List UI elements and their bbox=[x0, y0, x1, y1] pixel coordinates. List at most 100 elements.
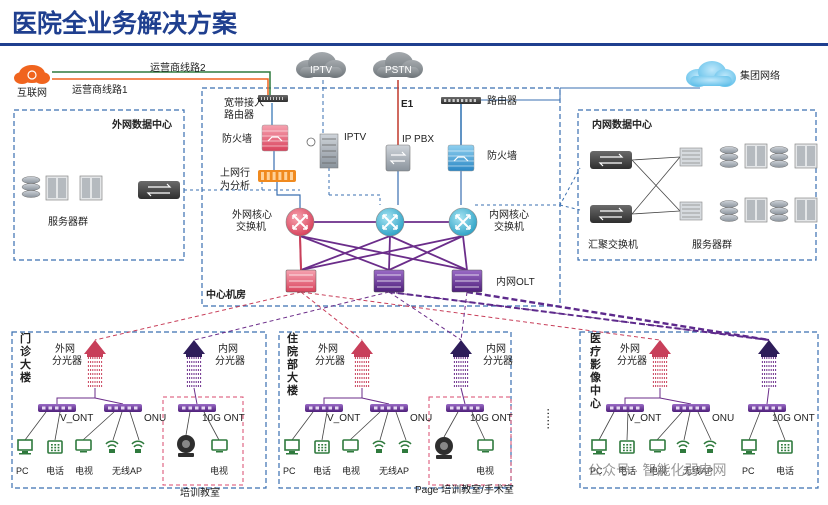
broadband-router-label-1: 宽带接入 bbox=[224, 96, 264, 109]
ippbx-arrows bbox=[389, 151, 407, 165]
right-agg-switch-a-icon-arrows bbox=[598, 153, 624, 167]
right-blade-1-icon bbox=[679, 147, 703, 167]
ap-icon-3 bbox=[676, 440, 690, 453]
ont10g-icon-1 bbox=[178, 404, 216, 412]
group-network-cloud-icon-base bbox=[690, 76, 732, 86]
right-server-rack-icon-door2 bbox=[757, 146, 765, 166]
ext-splitter-label-a-3: 外网 bbox=[620, 343, 640, 355]
tv-icon-2-screen bbox=[342, 439, 359, 451]
ont-device-link bbox=[626, 411, 629, 441]
olt-splitter-link bbox=[460, 291, 468, 341]
ont10g-icon-2-led bbox=[476, 406, 480, 410]
v-ont-icon-3-led bbox=[629, 406, 633, 410]
internet-globe bbox=[27, 70, 37, 80]
ext-firewall-icon bbox=[261, 124, 289, 152]
group-cloud-label: 集团网络 bbox=[740, 69, 780, 82]
ap-icon-b-3 bbox=[703, 440, 717, 453]
right-server-rack-icon bbox=[794, 197, 818, 223]
device-label-pc-2: PC bbox=[283, 466, 296, 476]
in-firewall-icon-glyph bbox=[453, 156, 469, 162]
right-blade-1-icon-body bbox=[679, 147, 703, 167]
building-title-1: 大 bbox=[20, 357, 31, 371]
phone-icon-1 bbox=[47, 440, 63, 454]
ont10g-label-1: 10G ONT bbox=[202, 413, 245, 424]
pc-icon-1-stand bbox=[22, 451, 28, 453]
onu-device-link bbox=[349, 411, 381, 441]
device-label-phone2-3: 电话 bbox=[776, 465, 794, 476]
phone-icon-2-key bbox=[324, 446, 327, 449]
left-server-stack-icon-disk bbox=[21, 190, 41, 198]
in-olt-label: 内网OLT bbox=[496, 275, 535, 288]
broadband-router-icon-port bbox=[276, 97, 277, 100]
page-title: 医院全业务解决方案 bbox=[12, 9, 238, 38]
pc-icon-3-screen bbox=[591, 439, 607, 451]
behavior-slot bbox=[290, 172, 293, 180]
onu-device-link bbox=[683, 411, 691, 441]
onu-icon-3-led bbox=[682, 406, 686, 410]
iptv-core-link bbox=[329, 194, 381, 205]
building-title-1: 诊 bbox=[20, 344, 32, 358]
training-tv-label-1: 电视 bbox=[210, 465, 228, 476]
ont-device-link bbox=[598, 411, 615, 441]
left-server-rack-icon-2-door1 bbox=[82, 178, 90, 198]
v-ont-icon-1-led bbox=[68, 406, 72, 410]
behavior-extcore-link bbox=[276, 182, 301, 208]
pc-icon-b-3-stand bbox=[746, 451, 752, 453]
ext-firewall-icon-body bbox=[261, 124, 289, 152]
in-splitter-label-b-1: 分光器 bbox=[215, 354, 245, 367]
pc-icon-b-3-base bbox=[743, 453, 755, 455]
left-server-rack-icon-2 bbox=[79, 175, 103, 201]
iptv-cloud-label: IPTV bbox=[310, 65, 333, 76]
building-title-2: 部 bbox=[287, 357, 298, 371]
in-core-switch-a-icon bbox=[375, 207, 405, 237]
device-label-tv-3: 电视 bbox=[649, 465, 667, 476]
ap-icon-3-base bbox=[680, 449, 686, 453]
group-network-cloud-icon bbox=[686, 61, 736, 87]
onu-icon-3-led bbox=[702, 406, 706, 410]
onu-icon-3-led bbox=[695, 406, 699, 410]
split-onu-link bbox=[659, 397, 692, 405]
in-core-label-2: 交换机 bbox=[494, 220, 524, 233]
ont10g-icon-1-led bbox=[182, 406, 186, 410]
phone-icon-2-key bbox=[324, 444, 327, 446]
ont10g-icon-2-led bbox=[463, 406, 467, 410]
camera-icon-2 bbox=[435, 437, 453, 459]
phone-icon-2-key bbox=[324, 449, 327, 452]
phone-icon-b-3-key bbox=[787, 449, 790, 452]
ap-icon-b-1 bbox=[131, 440, 145, 453]
onu-icon-3-led bbox=[676, 406, 680, 410]
olt-image-center-link-2 bbox=[388, 291, 770, 341]
ippbx-body bbox=[385, 144, 411, 172]
building-title-3: 中 bbox=[590, 383, 601, 397]
tv-icon-2-base bbox=[347, 451, 354, 453]
ippbx-icon bbox=[385, 144, 411, 172]
onu-icon-2-led bbox=[374, 406, 378, 410]
in-firewall-icon bbox=[447, 144, 475, 172]
building-title-2: 楼 bbox=[287, 383, 298, 397]
behavior-slot bbox=[278, 172, 282, 180]
training-tv-icon-1 bbox=[211, 439, 228, 453]
right-server-stack-icon bbox=[769, 200, 789, 222]
onu-label-1: ONU bbox=[144, 413, 166, 424]
v-ont-icon-3-led bbox=[610, 406, 614, 410]
right-server-rack-icon bbox=[744, 197, 768, 223]
tv-icon-1-screen bbox=[75, 439, 92, 451]
pc-icon-b-3-screen bbox=[741, 439, 757, 451]
device-label-ap-3: 无线AP bbox=[683, 465, 713, 476]
phone-icon-b-3-key bbox=[787, 446, 790, 449]
ext-splitter-icon-2-body bbox=[351, 340, 373, 354]
right-server-rack-icon-door1 bbox=[797, 200, 805, 220]
ap-icon-b-2 bbox=[398, 440, 412, 453]
ont10g-icon-2-led bbox=[456, 406, 460, 410]
e1-label: E1 bbox=[401, 99, 414, 110]
phone-icon-1-key bbox=[51, 449, 53, 452]
split-ont10-link bbox=[766, 387, 770, 405]
internet-label: 互联网 bbox=[17, 87, 47, 99]
router-icon-port bbox=[452, 99, 455, 102]
ext-splitter-label-b-1: 分光器 bbox=[52, 354, 82, 367]
broadband-router-icon-port bbox=[264, 97, 265, 100]
onu-icon-3-led bbox=[689, 406, 693, 410]
right-server-rack-icon-door1 bbox=[747, 200, 755, 220]
right-server-rack-icon bbox=[794, 143, 818, 169]
phone-icon-2 bbox=[314, 440, 330, 454]
